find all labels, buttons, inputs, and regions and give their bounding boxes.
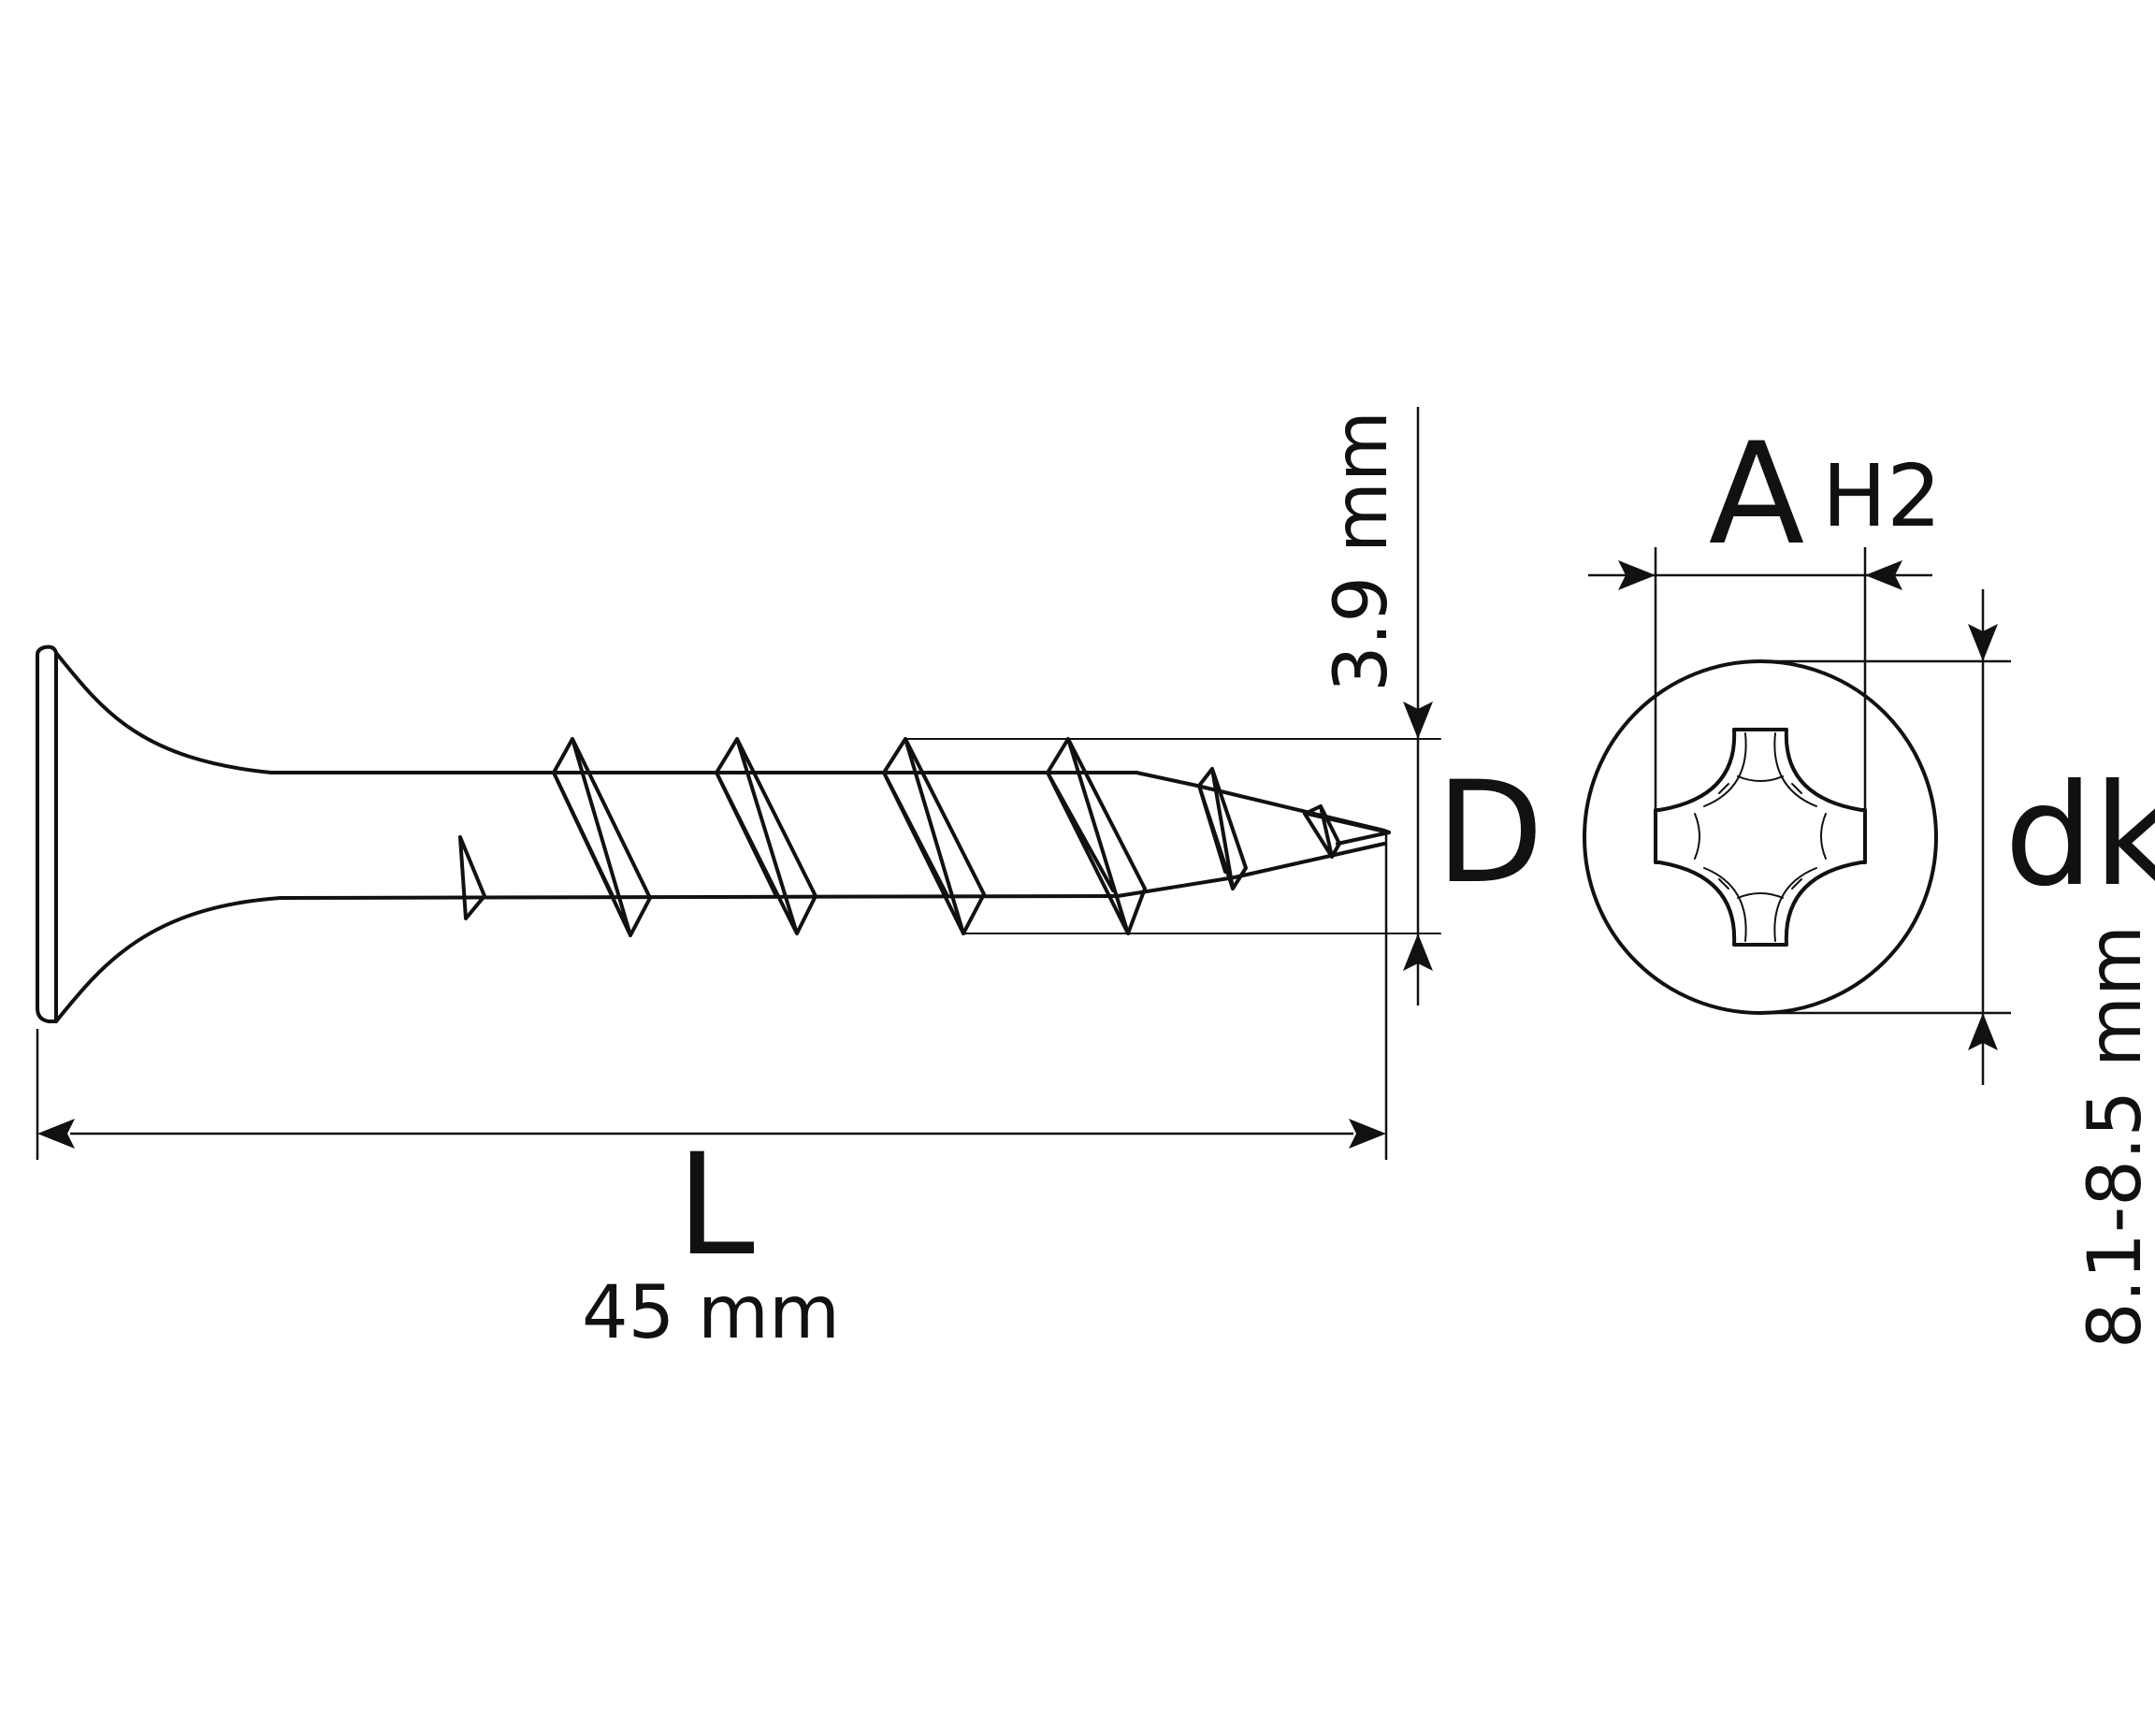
thread-1	[552, 737, 652, 937]
diameter-arrow-top	[1403, 702, 1433, 739]
cross-tick-1	[1718, 783, 1729, 794]
cross-inner-bottom-left	[1703, 867, 1747, 942]
screw-head-top-view	[1583, 659, 1938, 1015]
thread-start	[458, 835, 486, 920]
cross-tick-2	[1791, 783, 1802, 794]
length-symbol: L	[676, 1124, 755, 1287]
cross-outline	[1654, 728, 1867, 947]
diameter-dimension: D 3.9 mm	[1320, 407, 1544, 1005]
drive-symbol: A	[1709, 413, 1805, 576]
cross-inner-top-left	[1703, 732, 1747, 807]
length-dimension: L 45 mm	[36, 834, 1388, 1355]
cross-arc-left	[1694, 813, 1700, 860]
screw-head-top-curve	[54, 651, 1138, 774]
screw-taper-bottom	[1116, 842, 1386, 898]
cross-arc-top	[1737, 775, 1784, 782]
head-value: 8.1-8.5 mm	[2074, 925, 2155, 1349]
length-arrow-left	[37, 1119, 75, 1149]
screw-side-view	[36, 644, 1441, 1023]
head-arrow-top	[1968, 624, 1998, 661]
cross-tick-3	[1718, 878, 1729, 890]
length-arrow-right	[1349, 1119, 1386, 1149]
diameter-value: 3.9 mm	[1320, 411, 1404, 692]
thread-4	[1046, 737, 1147, 935]
phillips-cross-icon	[1654, 728, 1867, 947]
thread-6	[1303, 804, 1341, 859]
cross-arc-bottom	[1737, 892, 1784, 899]
head-symbol: dk	[2004, 755, 2155, 918]
length-value: 45 mm	[582, 1271, 840, 1355]
screw-head-edge	[36, 644, 58, 1023]
drive-arrow-right	[1865, 560, 1902, 590]
head-arrow-bottom	[1968, 1013, 1998, 1050]
thread-2	[715, 737, 817, 935]
thread-5	[1197, 767, 1248, 890]
thread-3	[882, 737, 986, 935]
cross-tick-4	[1791, 878, 1802, 890]
diameter-arrow-bottom	[1403, 933, 1433, 971]
drive-dimension: A H2	[1588, 413, 1942, 810]
head-circle	[1583, 659, 1938, 1015]
cross-arc-right	[1820, 813, 1827, 860]
cross-inner-bottom-right	[1773, 867, 1817, 942]
cross-inner-top-right	[1773, 732, 1817, 807]
diameter-symbol: D	[1436, 752, 1544, 915]
head-dimension: dk 8.1-8.5 mm	[1760, 589, 2155, 1349]
drive-arrow-left	[1618, 560, 1656, 590]
drive-size: H2	[1822, 446, 1942, 546]
screw-tip	[1306, 812, 1391, 846]
screw-head-bottom-curve	[54, 894, 1120, 1023]
